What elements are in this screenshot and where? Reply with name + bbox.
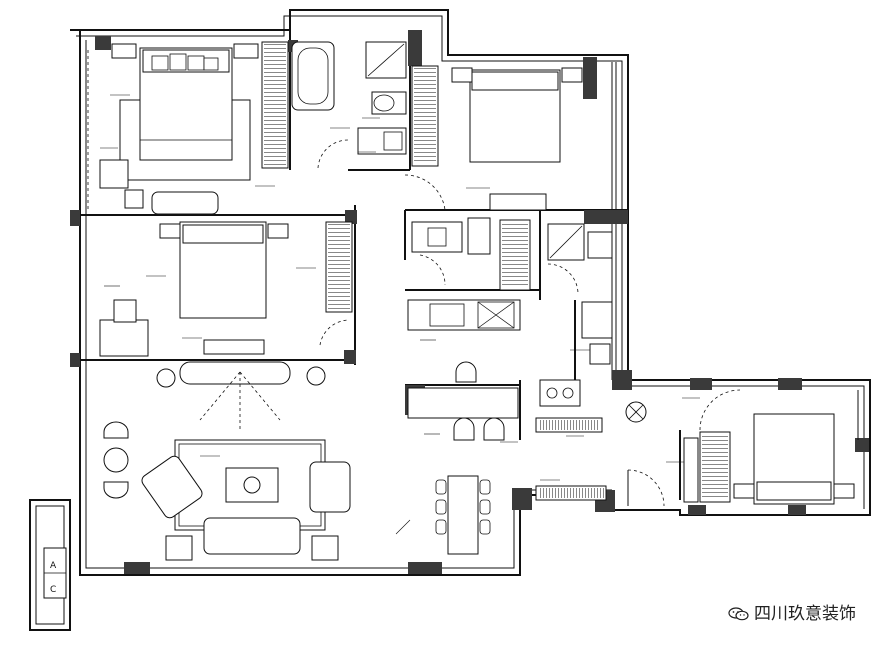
nightstand <box>561 67 583 83</box>
ac-unit: A C <box>29 499 71 631</box>
living-room <box>103 361 351 561</box>
nightstand <box>233 43 259 59</box>
bedroom-top-right <box>404 67 583 211</box>
shelf <box>683 437 699 503</box>
kitchen-bath-center <box>407 217 647 433</box>
structural-columns <box>70 30 869 574</box>
tv-cabinet <box>203 339 265 355</box>
nightstand <box>833 483 855 499</box>
lounge-chair <box>141 455 203 519</box>
watermark: 四川玖意装饰 <box>728 599 856 624</box>
wechat-icon <box>728 607 749 621</box>
armchair <box>309 461 351 513</box>
toilet <box>587 231 613 259</box>
bench <box>151 191 219 215</box>
dining-area <box>407 361 519 555</box>
toilet <box>467 217 491 255</box>
ac-letter-a: A <box>50 561 57 571</box>
nightstand <box>733 483 755 499</box>
master-bedroom <box>87 41 289 215</box>
nightstand <box>451 67 473 83</box>
side-table <box>124 189 144 209</box>
armchair <box>99 159 129 189</box>
nightstand <box>267 223 289 239</box>
sofa <box>203 517 301 555</box>
desk <box>489 193 547 211</box>
entrance <box>535 469 665 507</box>
watermark-text: 四川玖意装饰 <box>754 604 856 624</box>
ac-letter-c: C <box>50 585 56 595</box>
round-table <box>103 447 129 473</box>
second-bedroom <box>99 221 353 357</box>
chair <box>113 299 137 323</box>
annotation-leaders <box>100 94 700 535</box>
stove <box>539 379 581 407</box>
island <box>407 387 519 419</box>
bedroom-right <box>683 389 859 505</box>
tv-console <box>179 361 291 385</box>
nightstand <box>159 223 181 239</box>
sink <box>581 301 613 339</box>
side-table <box>165 535 193 561</box>
interior-walls <box>70 30 681 500</box>
dining-table <box>447 475 479 555</box>
master-bathroom <box>291 41 439 169</box>
side-table <box>311 535 339 561</box>
nightstand <box>111 43 137 59</box>
desk <box>99 319 149 357</box>
appliance <box>589 343 611 365</box>
